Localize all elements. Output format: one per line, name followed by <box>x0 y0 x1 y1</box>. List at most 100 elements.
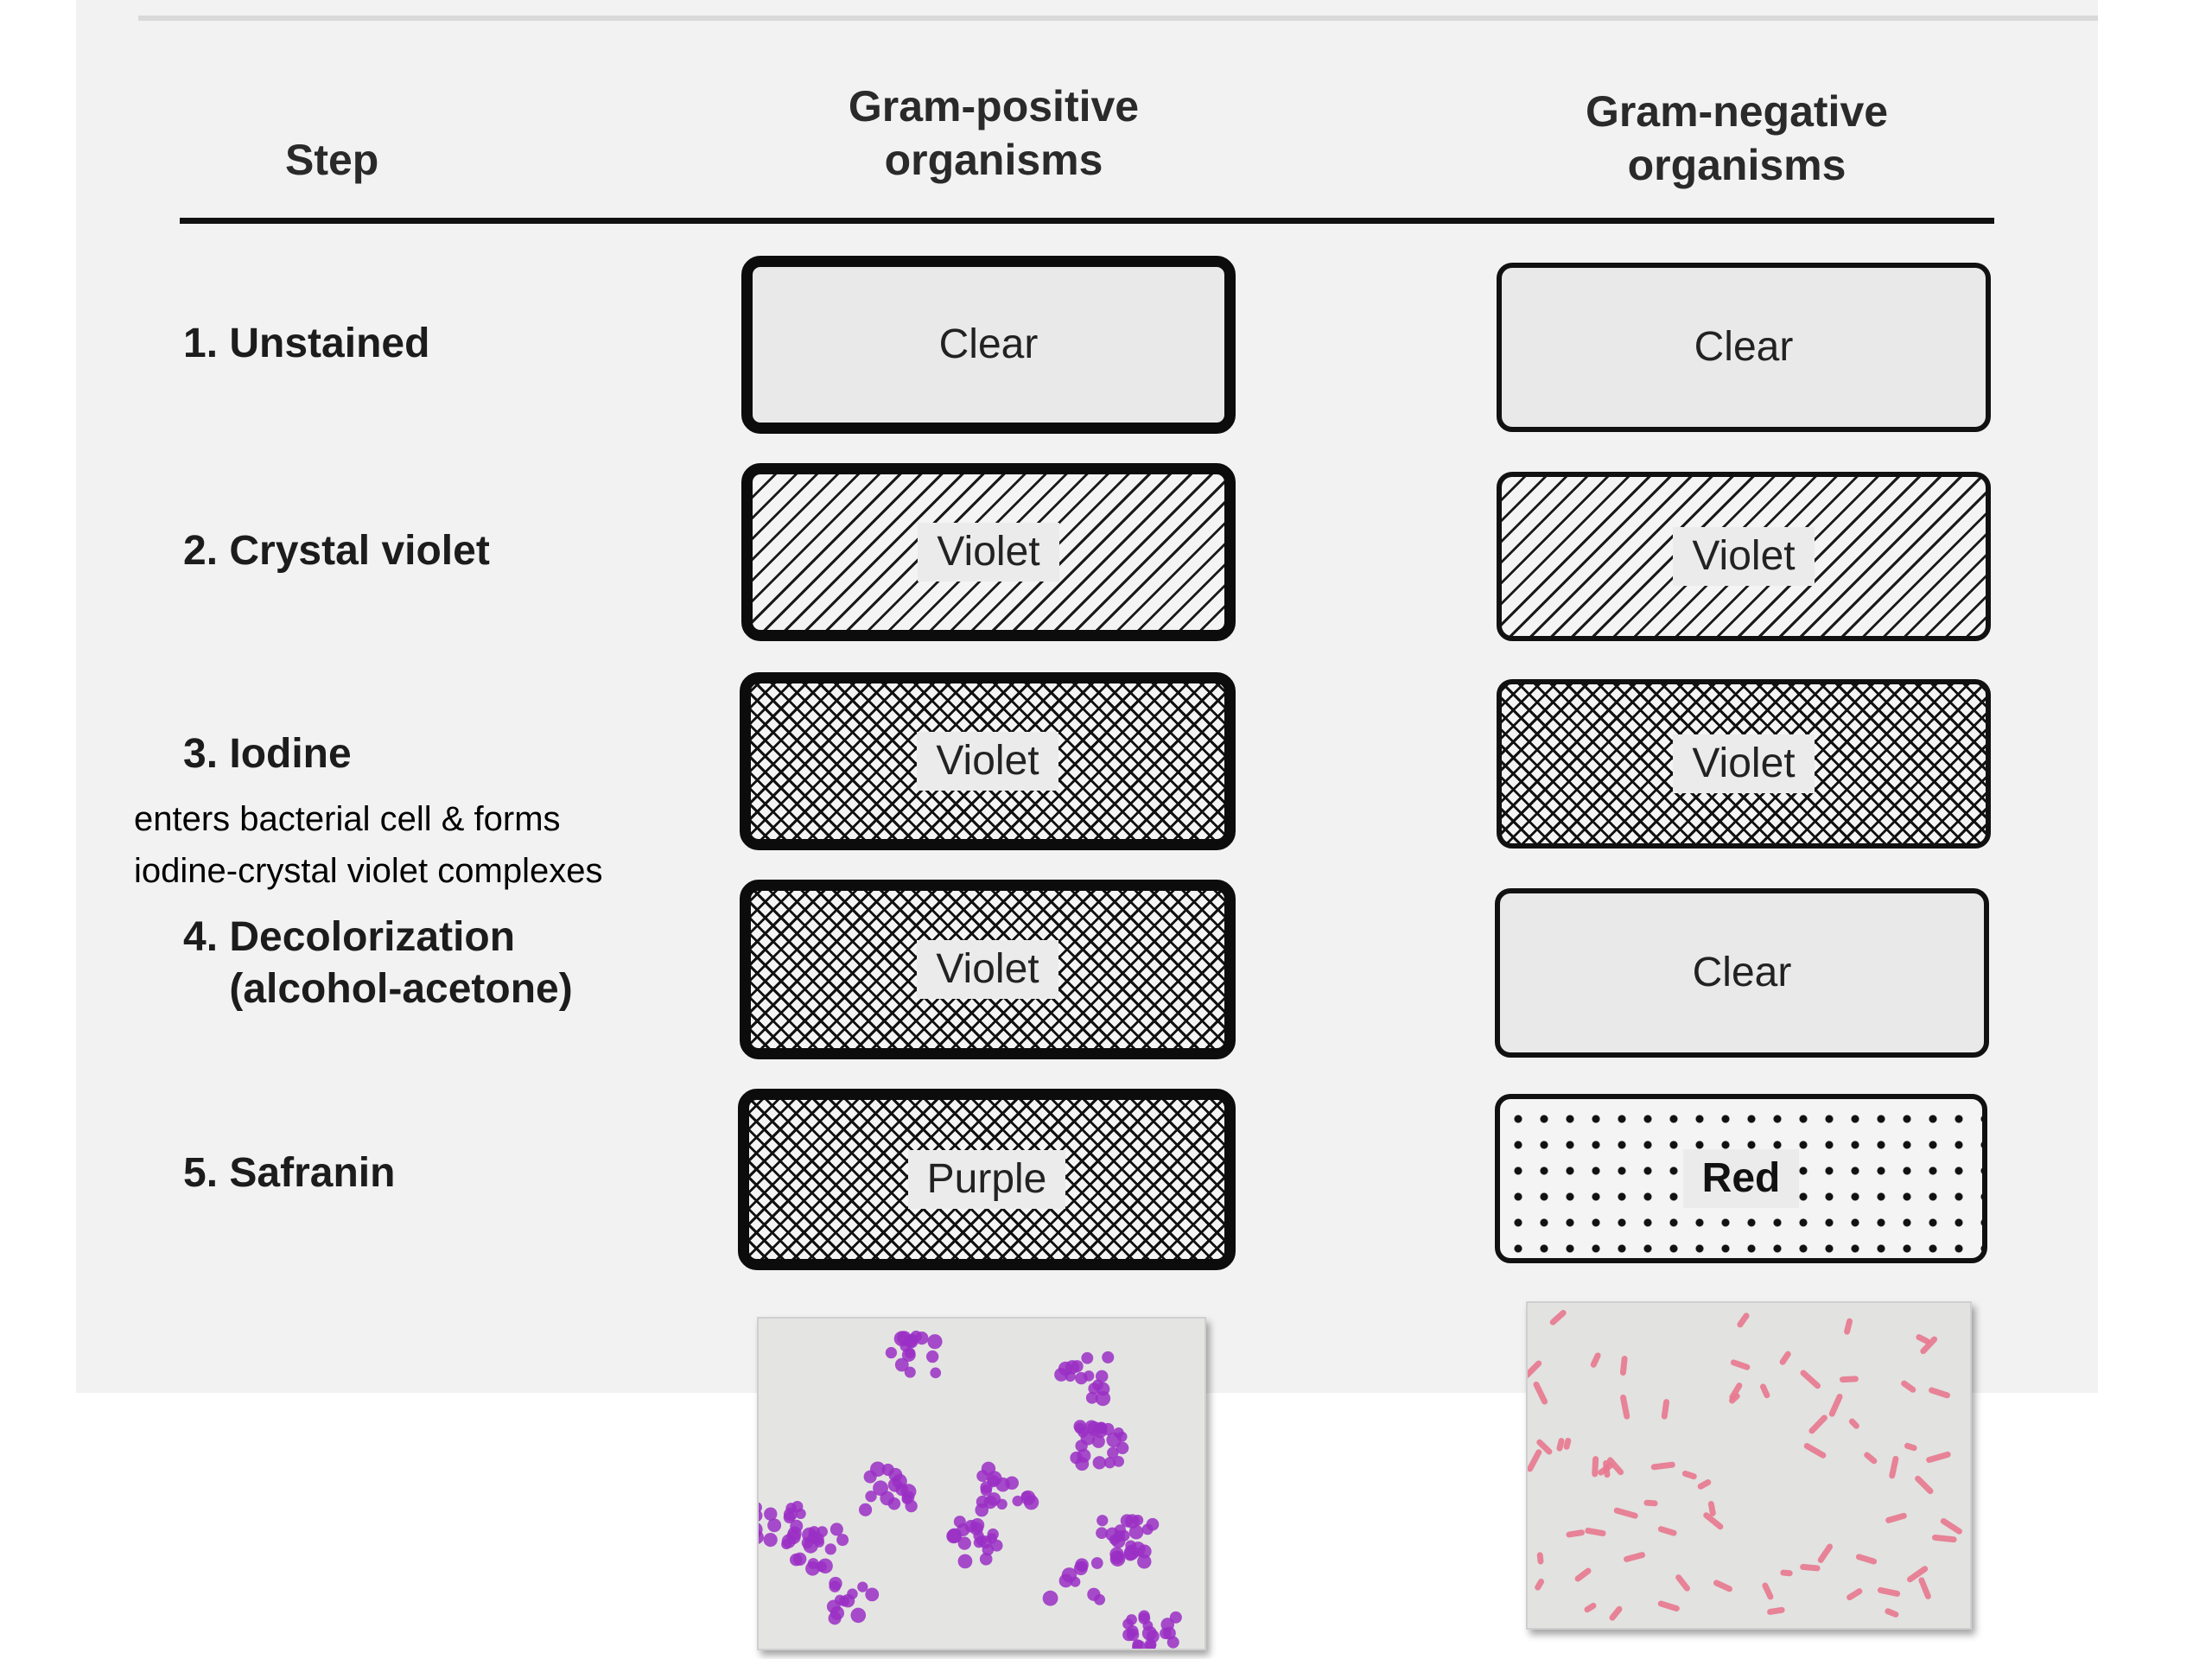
coccus-cell <box>1012 1495 1023 1507</box>
coccus-cell <box>1109 1547 1124 1561</box>
coccus-cell <box>830 1522 843 1536</box>
rod-cell <box>1885 1512 1907 1523</box>
gram-negative-decolorization-box: Clear <box>1495 888 1989 1058</box>
gram-positive-unstained-box: Clear <box>741 256 1236 434</box>
coccus-cell <box>975 1503 989 1517</box>
coccus-cell <box>957 1554 973 1569</box>
coccus-cell <box>930 1367 942 1379</box>
rod-cell <box>1762 1582 1774 1600</box>
box-label: Clear <box>938 321 1039 367</box>
rod-cell <box>1603 1459 1611 1478</box>
rod-cell <box>1697 1479 1712 1490</box>
coccus-cell <box>1122 1628 1135 1642</box>
rod-cell <box>1566 1529 1586 1538</box>
rod-cell <box>1780 1569 1793 1577</box>
coccus-cell <box>1081 1351 1094 1364</box>
rod-cell <box>1864 1452 1878 1465</box>
gram-negative-micrograph-image <box>1528 1303 1970 1628</box>
coccus-cell <box>1075 1457 1090 1471</box>
box-label: Violet <box>917 732 1058 791</box>
rod-cell <box>1918 1577 1931 1599</box>
coccus-cell <box>976 1535 987 1547</box>
coccus-cell <box>1113 1456 1125 1467</box>
rod-cell <box>1661 1399 1670 1420</box>
rod-cell <box>1808 1414 1827 1434</box>
coccus-cell <box>1123 1548 1137 1561</box>
coccus-cell <box>1020 1491 1032 1502</box>
coccus-cell <box>824 1543 836 1555</box>
coccus-cell <box>1073 1561 1088 1576</box>
rod-cell <box>1528 1449 1542 1472</box>
box-label: Clear <box>1692 950 1792 995</box>
rod-cell <box>1877 1586 1901 1597</box>
coccus-cell <box>979 1553 993 1566</box>
rod-cell <box>1800 1370 1821 1389</box>
coccus-cell <box>1075 1440 1088 1452</box>
header-gram-negative: Gram-negative organisms <box>1585 87 1889 189</box>
header-step: Step <box>285 136 379 184</box>
coccus-cell <box>1085 1391 1098 1404</box>
rod-cell <box>1828 1393 1843 1417</box>
rod-cell <box>1855 1554 1878 1565</box>
coccus-cell <box>1083 1370 1095 1382</box>
rod-cell <box>1916 1334 1930 1344</box>
rod-cell <box>1844 1318 1853 1335</box>
coccus-cell <box>1061 1567 1077 1583</box>
coccus-cell <box>915 1332 929 1345</box>
rod-cell <box>1619 1356 1628 1376</box>
coccus-cell <box>881 1463 894 1477</box>
rod-cell <box>1817 1543 1834 1563</box>
rod-cell <box>1657 1600 1680 1611</box>
coccus-cell <box>1005 1476 1019 1491</box>
coccus-cell <box>969 1522 983 1535</box>
coccus-cell <box>901 1493 912 1504</box>
rod-cell <box>1707 1501 1716 1516</box>
step-label-crystal-violet: 2. Crystal violet <box>183 528 490 574</box>
rod-cell <box>1901 1380 1916 1393</box>
coccus-cell <box>1116 1441 1129 1455</box>
coccus-cell <box>1166 1636 1179 1649</box>
coccus-cell <box>857 1581 868 1592</box>
coccus-cell <box>1092 1456 1107 1470</box>
rod-cell <box>1549 1309 1567 1325</box>
coccus-cell <box>1114 1524 1127 1536</box>
coccus-cell <box>987 1528 999 1541</box>
coccus-cell <box>767 1518 782 1533</box>
coccus-cell <box>790 1519 804 1533</box>
rod-cell <box>1650 1461 1675 1471</box>
rod-cell <box>1536 1552 1544 1565</box>
coccus-cell <box>1132 1639 1143 1649</box>
rod-cell <box>1800 1564 1821 1572</box>
gram-negative-iodine-box: Violet <box>1497 679 1991 849</box>
rod-cell <box>1932 1534 1957 1543</box>
rod-cell <box>1528 1360 1542 1378</box>
rod-cell <box>1889 1455 1899 1479</box>
coccus-cell <box>925 1350 939 1363</box>
coccus-cell <box>1084 1420 1098 1433</box>
coccus-cell <box>927 1334 943 1350</box>
rod-cell <box>1713 1580 1732 1592</box>
rod-cell <box>1839 1376 1859 1383</box>
coccus-cell <box>1106 1432 1122 1448</box>
coccus-cell <box>873 1480 888 1497</box>
coccus-cell <box>783 1511 796 1523</box>
coccus-cell <box>1091 1434 1105 1448</box>
header-gram-positive: Gram-positive organisms <box>848 82 1140 184</box>
coccus-cell <box>1128 1524 1144 1540</box>
rod-cell <box>1563 1437 1572 1450</box>
coccus-cell <box>885 1346 898 1359</box>
coccus-cell <box>1087 1587 1101 1601</box>
rod-cell <box>1535 1578 1545 1591</box>
gram-positive-iodine-box: Violet <box>740 672 1236 850</box>
rod-cell <box>1556 1438 1565 1452</box>
coccus-cell <box>976 1470 988 1483</box>
coccus-cell <box>1074 1422 1086 1434</box>
rod-cell <box>1592 1456 1599 1478</box>
coccus-cell <box>1096 1515 1109 1527</box>
step-label-iodine: 3. Iodine <box>183 731 352 777</box>
rod-cell <box>1729 1382 1743 1401</box>
rod-cell <box>1675 1574 1690 1592</box>
coccus-cell <box>957 1523 970 1537</box>
coccus-cell <box>830 1605 845 1620</box>
rod-cell <box>1847 1588 1863 1601</box>
